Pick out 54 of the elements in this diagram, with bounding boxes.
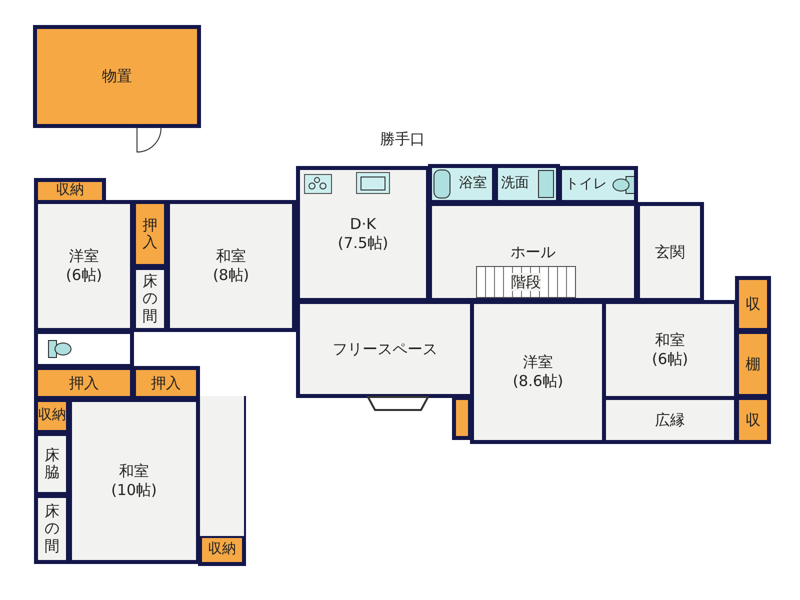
room	[34, 200, 134, 332]
alcove	[34, 432, 70, 496]
alcove	[34, 494, 70, 564]
room-name: 押入	[142, 216, 158, 252]
room-size: (8帖)	[212, 266, 250, 285]
room-name: 和室	[119, 462, 149, 481]
room-name: 収	[746, 294, 760, 314]
room-name: 押入	[151, 374, 181, 392]
corridor	[198, 396, 246, 536]
storage-closet	[735, 276, 771, 332]
room-name: 洗面	[501, 175, 529, 193]
room-name: 浴室	[459, 175, 487, 193]
room-name: 洋室	[523, 353, 553, 372]
room-name: 収納	[208, 541, 236, 559]
room-size: (6帖)	[652, 350, 688, 369]
room-name: 広縁	[655, 410, 685, 430]
storage-closet	[735, 396, 771, 444]
room-name: 玄関	[655, 242, 685, 262]
room-name: 和室	[216, 247, 246, 266]
room-name: 和室	[655, 331, 685, 350]
hall	[428, 202, 638, 302]
storage-closet	[452, 396, 472, 440]
room-name: 収	[746, 410, 760, 430]
room-name: 棚	[746, 354, 760, 374]
shelf	[735, 330, 771, 398]
room-name: 床の間	[142, 273, 158, 325]
room-name: 物置	[102, 67, 132, 86]
room	[296, 166, 430, 302]
room-size: (8.6帖)	[512, 372, 564, 391]
room-size: (7.5帖)	[338, 234, 388, 253]
storage-closet	[198, 534, 246, 566]
room	[166, 200, 296, 332]
room-name: 階段	[511, 272, 541, 292]
room-name: 床脇	[44, 446, 60, 482]
door-label: 勝手口	[380, 130, 425, 149]
room-name: ホール	[510, 242, 556, 262]
alcove	[132, 266, 168, 332]
room-name: トイレ	[565, 176, 607, 194]
room-name: 押入	[69, 374, 99, 392]
toilet-room	[34, 330, 134, 368]
shed-room	[33, 25, 201, 128]
entrance	[636, 202, 704, 302]
closet	[132, 366, 200, 400]
room-name: 床の間	[44, 503, 60, 555]
room-size: (6帖)	[66, 266, 102, 285]
staircase	[476, 266, 576, 298]
room-size: (10帖)	[111, 481, 157, 500]
room-name: 収納	[38, 407, 66, 425]
room-name: 洋室	[69, 247, 99, 266]
room-name: 収納	[56, 182, 84, 200]
room-name: フリースペース	[332, 340, 438, 358]
room-name: D·K	[350, 215, 376, 234]
closet	[132, 200, 168, 268]
room	[68, 398, 200, 564]
